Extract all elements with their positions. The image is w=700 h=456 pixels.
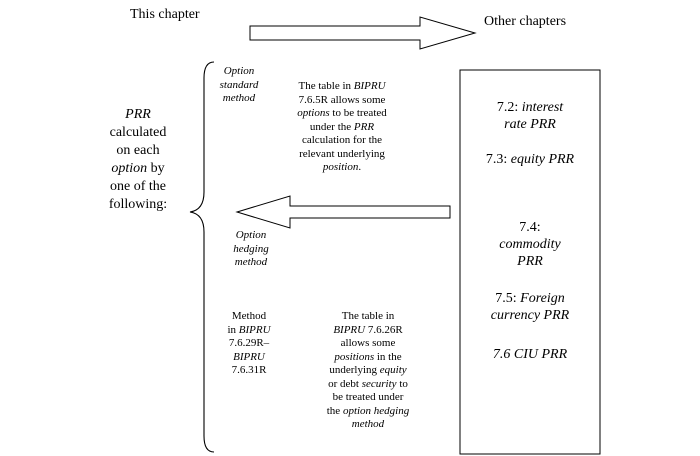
- prr-term: PRR: [125, 107, 151, 122]
- method-note: Method in BIPRU 7.6.29R– BIPRU 7.6.31R: [227, 310, 271, 376]
- curly-brace: [189, 61, 215, 453]
- chapter-7-5: 7.5: Foreign currency PRR: [490, 291, 570, 323]
- other-chapters-box: [459, 69, 601, 455]
- prr-line-on-each: on each: [116, 143, 160, 158]
- prr-line-calculated: calculated: [109, 125, 167, 140]
- left-arrow: [235, 195, 451, 229]
- option-term: option: [111, 161, 148, 176]
- other-chapters-label: Other chapters: [484, 14, 567, 29]
- chapter-7-3: 7.3: equity PRR: [485, 152, 575, 167]
- chapter-7-4: 7.4: commodity PRR: [499, 220, 561, 269]
- right-arrow: [249, 16, 477, 50]
- table-note-standard: The table in BIPRU 7.6.5R allows some op…: [297, 80, 387, 173]
- prr-line-one-of: one of the: [110, 179, 166, 194]
- table-note-hedging: The table in BIPRU 7.6.26R allows some p…: [326, 310, 410, 430]
- prr-description: PRR calculated on each option by one of …: [98, 106, 178, 214]
- option-hedging-method: Option hedging method: [233, 229, 269, 268]
- prr-line-option: option by: [111, 161, 165, 176]
- chapter-7-6: 7.6 CIU PRR: [492, 347, 568, 362]
- prr-line-following: following:: [108, 197, 168, 212]
- this-chapter-label: This chapter: [130, 7, 200, 22]
- option-standard-method: Option standard method: [219, 65, 259, 104]
- chapter-7-2: 7.2: interest rate PRR: [496, 100, 564, 132]
